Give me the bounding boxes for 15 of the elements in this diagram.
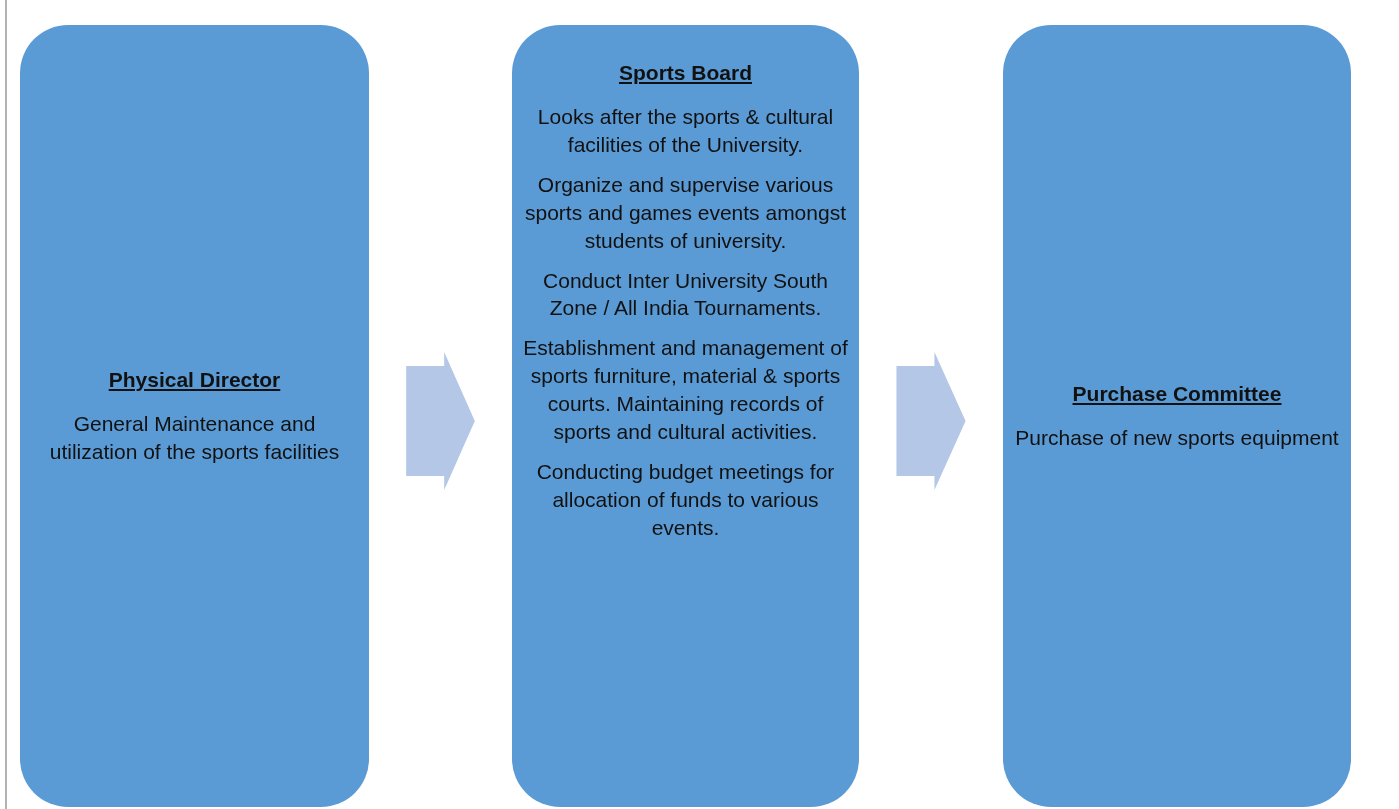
box-text: Establishment and management of sports furniture, material & sports courts. Maintaining records of sports and cultural activities.: [522, 335, 849, 446]
box-heading: Sports Board: [619, 60, 752, 86]
box-text: Conducting budget meetings for allocation of funds to various events.: [535, 459, 836, 541]
rounded-box: [512, 25, 859, 807]
box-text: Organize and supervise various sports and games events amongst students of university.: [524, 171, 847, 254]
rounded-box: [20, 25, 369, 807]
block-arrow: [406, 352, 475, 490]
rounded-box: [1003, 25, 1351, 807]
box-text: Looks after the sports & cultural facilities of the University.: [536, 103, 835, 158]
box-text: Purchase of new sports equipment: [1015, 425, 1339, 451]
block-arrow: [896, 352, 966, 490]
box-heading: Physical Director: [108, 367, 281, 394]
box-text: Conduct Inter University South Zone / All India Tournaments.: [542, 267, 829, 322]
box-heading: Purchase Committee: [1072, 381, 1282, 408]
box-text: General Maintenance and utilization of the sports facilities: [48, 411, 341, 465]
